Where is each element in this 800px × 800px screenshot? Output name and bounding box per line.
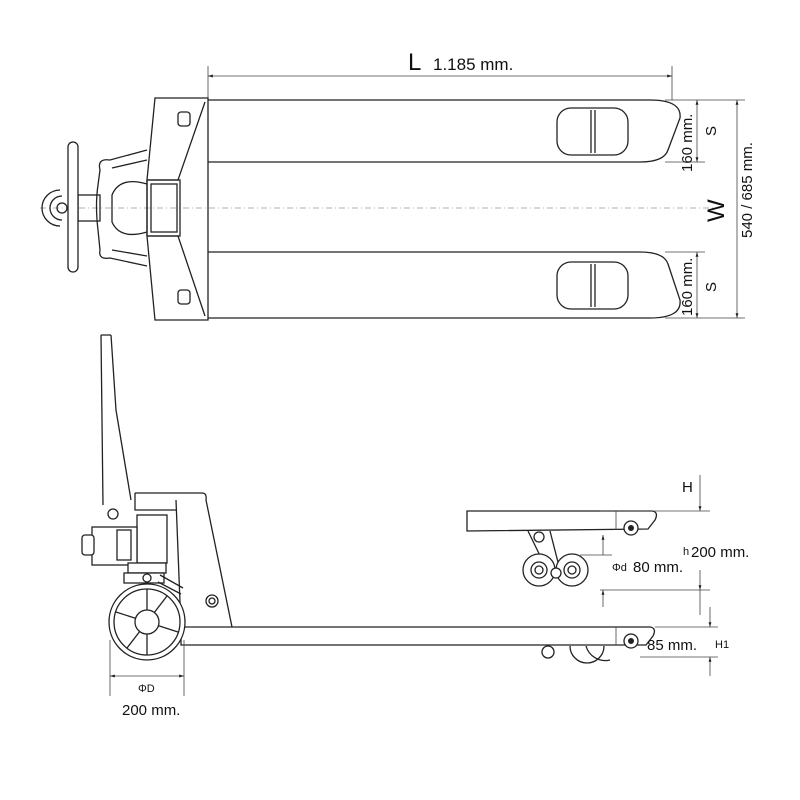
load-roller-top [556, 107, 629, 156]
load-wheel-symbol: Φd [612, 562, 627, 574]
bogie-lowered [541, 633, 639, 664]
length-value: 1.185 mm. [433, 55, 513, 74]
side-view: H h 200 mm. Φd 80 mm. 85 mm. H1 ΦD 200 m… [81, 334, 749, 719]
fork-top [208, 99, 681, 163]
fork-width-symbol-top: S [703, 126, 720, 136]
steer-wheel-symbol: ΦD [138, 683, 155, 695]
fork-bottom [208, 251, 681, 319]
overall-width-symbol: W [703, 199, 730, 222]
overall-width-value: 540 / 685 mm. [739, 142, 756, 238]
steer-wheel [108, 583, 186, 661]
bogie-raised [522, 520, 639, 587]
length-dimension: L 1.185 mm. [207, 49, 673, 100]
steer-wheel-dimension: ΦD 200 mm. [109, 640, 185, 719]
overall-width-dimension: W 540 / 685 mm. [703, 100, 756, 318]
fork-width-value-top: 160 mm. [679, 114, 696, 172]
fork-width-dimension-bottom: 160 mm. S [665, 251, 745, 319]
fork-width-value-bottom: 160 mm. [679, 258, 696, 316]
lowered-height-value: 85 mm. [647, 637, 697, 654]
handle-bar-top [67, 141, 79, 273]
load-roller-bottom [556, 261, 629, 310]
chassis-top [41, 97, 209, 321]
fork-width-symbol-bottom: S [703, 282, 720, 292]
lift-height-value: 200 mm. [691, 544, 749, 561]
lift-symbol: H [682, 479, 693, 496]
tiller [100, 334, 132, 506]
fork-lowered [180, 626, 656, 646]
top-view: L 1.185 mm. [40, 49, 756, 321]
load-wheel-dimension: Φd 80 mm. [580, 535, 683, 607]
steer-wheel-value: 200 mm. [122, 702, 180, 719]
length-symbol: L [408, 49, 421, 76]
lift-height-dimension: H h 200 mm. [600, 475, 749, 615]
lowered-height-dimension: 85 mm. H1 [640, 607, 729, 676]
lowered-height-symbol: H1 [715, 639, 729, 651]
lift-height-prefix: h [683, 546, 689, 558]
load-wheel-value: 80 mm. [633, 559, 683, 576]
fork-width-dimension-top: 160 mm. S [665, 99, 745, 172]
pump-unit [81, 508, 184, 595]
